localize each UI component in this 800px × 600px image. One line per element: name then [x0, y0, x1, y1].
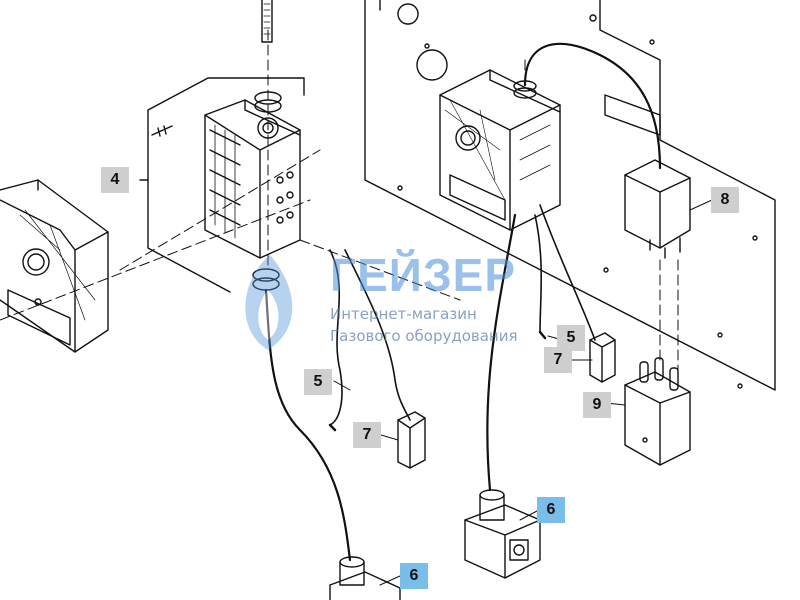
watermark-logo: [245, 255, 293, 350]
part-8: [624, 159, 691, 259]
callout-6-bottom: 6: [400, 563, 428, 589]
callout-9: 9: [583, 392, 611, 418]
rod: [261, 0, 273, 43]
callout-8: 8: [711, 187, 739, 213]
main-box: [439, 69, 561, 231]
watermark-title: ГЕЙЗЕР: [330, 249, 517, 301]
grommet-top: [254, 91, 282, 113]
part-9: [624, 357, 691, 466]
callout-7-right: 7: [544, 347, 572, 373]
connector-7-left: [397, 411, 426, 469]
mounting-plate: [364, 0, 776, 391]
terminal-box: [204, 99, 301, 259]
connector-7-right: [589, 332, 616, 383]
part-6-bottom: [329, 556, 401, 600]
watermark-line-2: Газового оборудования: [330, 327, 518, 345]
callout-7-left: 7: [353, 422, 381, 448]
callout-4: 4: [101, 167, 129, 193]
callout-5-right: 5: [557, 325, 585, 351]
watermark-line-1: Интернет-магазин: [330, 305, 477, 323]
front-cover-left: [0, 179, 109, 353]
callout-6-right: 6: [537, 497, 565, 523]
part-6-right: [464, 489, 541, 579]
callout-5-left: 5: [304, 369, 332, 395]
